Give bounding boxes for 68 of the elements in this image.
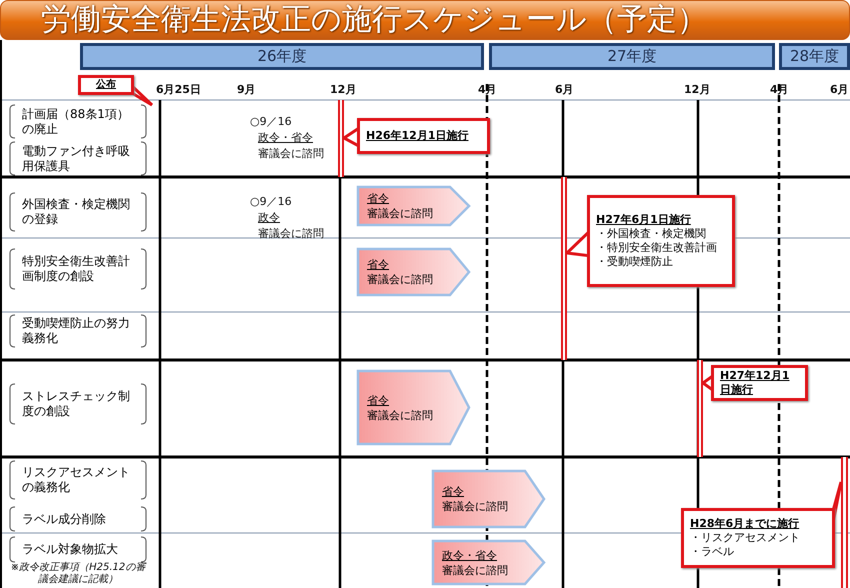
bullet-item: ・外国検査・検定機関 xyxy=(596,227,707,241)
note-text: ○9／16 xyxy=(250,194,292,209)
process-step-box xyxy=(357,370,470,445)
bracketed-label xyxy=(8,192,148,232)
bracketed-label xyxy=(8,506,148,532)
step-text: 審議会に諮問 xyxy=(442,562,509,578)
note-text: 審議会に諮問 xyxy=(258,146,324,161)
month-label: 9月 xyxy=(237,82,256,97)
process-step-box xyxy=(357,186,470,226)
row-label-text: ラベル対象物拡大 xyxy=(22,542,119,557)
ordinance-heading: 省令 xyxy=(442,484,465,499)
bracketed-label xyxy=(8,536,148,563)
fiscal-year-bar: 28年度 xyxy=(779,43,850,70)
process-step-box xyxy=(432,470,545,528)
process-step-box xyxy=(357,248,470,296)
bullet-item: ・特別安全衛生改善計画 xyxy=(596,241,718,255)
bracketed-label xyxy=(8,141,148,176)
month-label: 4月 xyxy=(478,82,497,97)
fiscal-year-bar: 26年度 xyxy=(80,43,484,70)
row-label-text: ラベル成分削除 xyxy=(22,512,107,526)
fiscal-year-bar: 27年度 xyxy=(489,43,775,70)
month-label: 12月 xyxy=(684,82,710,97)
month-label: 6月25日 xyxy=(156,82,201,97)
row-label-text: 受動喫煙防止の努力義務化 xyxy=(22,316,131,346)
note-text: 政令 xyxy=(258,210,280,225)
ordinance-heading: 省令 xyxy=(367,191,390,206)
row-label-text: ストレスチェック制度の創設 xyxy=(22,389,131,419)
bracketed-label xyxy=(8,460,148,500)
step-text: 審議会に諮問 xyxy=(367,272,434,287)
row-label-text: 計画届（88条1項）の廃止 xyxy=(22,106,130,136)
bracketed-label xyxy=(8,248,148,290)
ordinance-heading: 省令 xyxy=(367,257,390,272)
step-text: 審議会に諮問 xyxy=(442,499,509,514)
ordinance-heading: 政令・省令 xyxy=(442,548,498,562)
effective-date-bar xyxy=(841,457,848,588)
row-label-text: 外国検査・検定機関の登録 xyxy=(22,197,131,227)
month-label: 6月 xyxy=(830,82,849,97)
bracketed-label xyxy=(8,314,148,348)
footnote: ※政令改正事項（H25.12の審議会建議に記載） xyxy=(10,562,148,586)
step-text: 審議会に諮問 xyxy=(367,408,434,422)
effective-date-bar xyxy=(697,360,703,457)
row-label-text: リスクアセスメントの義務化 xyxy=(22,465,131,495)
callout-box xyxy=(681,508,835,568)
note-text: ○9／16 xyxy=(250,114,292,129)
bullet-item: ・受動喫煙防止 xyxy=(596,255,674,269)
month-label: 4月 xyxy=(770,82,789,97)
title-banner: 労働安全衛生法改正の施行スケジュール（予定） xyxy=(0,0,850,40)
bracketed-label xyxy=(8,383,148,425)
process-step-box xyxy=(432,540,545,585)
bracketed-label xyxy=(8,104,148,139)
callout-heading: H26年12月1日施行 xyxy=(366,129,470,143)
callout-heading: 公布 xyxy=(94,78,117,92)
effective-date-bar xyxy=(338,100,344,177)
callout-heading: H27年12月1日施行 xyxy=(720,369,790,397)
row-label-text: 電動ファン付き呼吸用保護具 xyxy=(22,144,131,174)
step-text: 審議会に諮問 xyxy=(367,206,434,221)
callout-heading: H28年6月までに施行 xyxy=(690,517,800,531)
effective-date-bar xyxy=(561,177,567,360)
callout-box xyxy=(587,195,735,287)
row-label-text: 特別安全衛生改善計画制度の創設 xyxy=(22,254,131,284)
bullet-item: ・ラベル xyxy=(690,545,735,559)
callout-heading: H27年6月1日施行 xyxy=(596,213,692,227)
ordinance-heading: 省令 xyxy=(367,392,390,408)
note-text: 政令・省令 xyxy=(258,130,313,145)
month-label: 6月 xyxy=(555,82,574,97)
bullet-item: ・リスクアセスメント xyxy=(690,531,801,545)
month-label: 12月 xyxy=(330,82,356,97)
note-text: 審議会に諮問 xyxy=(258,226,324,241)
